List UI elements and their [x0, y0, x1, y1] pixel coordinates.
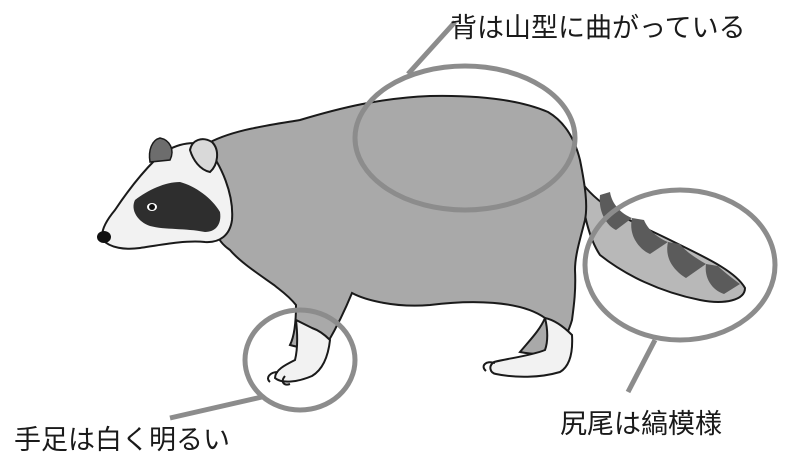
feet-annotation: 手足は白く明るい: [14, 425, 230, 456]
tail-callout-circle: [582, 187, 778, 343]
callouts: [169, 20, 778, 421]
ear: [188, 138, 218, 174]
tail-annotation: 尻尾は縞模様: [560, 409, 722, 440]
feet-callout-circle: [242, 307, 358, 413]
feet-callout-line: [169, 394, 263, 421]
body: [203, 94, 588, 355]
far-ear: [148, 137, 173, 163]
eye: [149, 204, 155, 210]
nose: [97, 231, 111, 243]
tail-callout-line: [625, 338, 658, 394]
front-leg: [267, 318, 332, 386]
back-callout-circle: [352, 63, 578, 213]
back-annotation: 背は山型に曲がっている: [450, 13, 746, 44]
back-callout-line: [406, 20, 457, 76]
tail: [579, 179, 747, 303]
head: [97, 137, 234, 250]
back-leg: [482, 316, 574, 378]
